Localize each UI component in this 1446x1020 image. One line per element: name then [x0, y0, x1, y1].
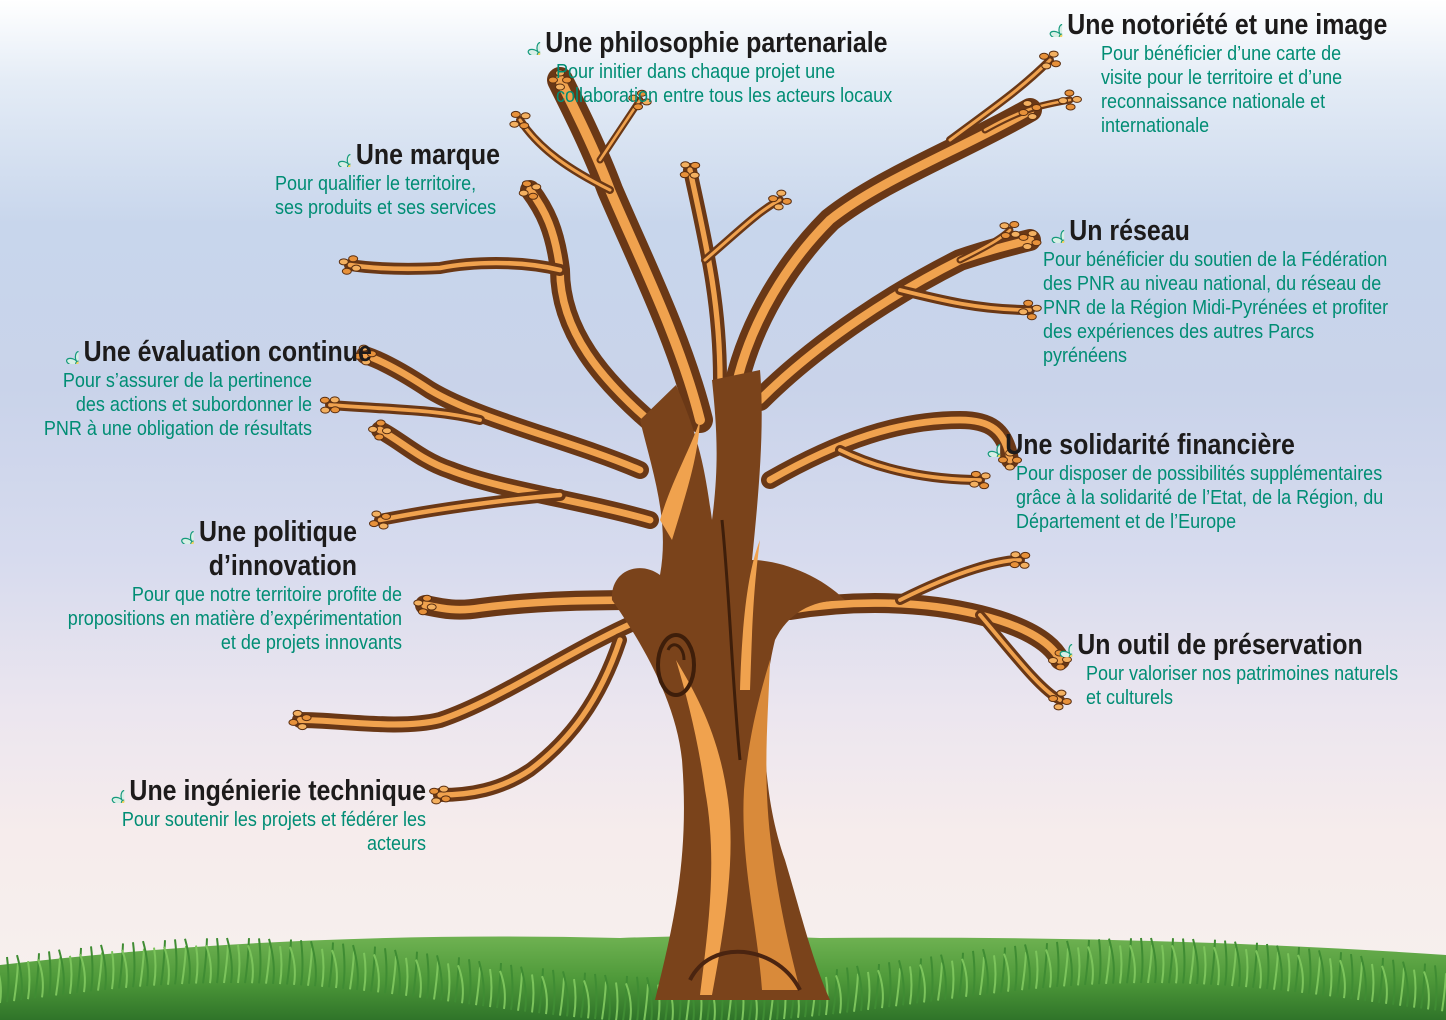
flower-icon — [1046, 631, 1072, 657]
flower-icon — [53, 338, 79, 364]
item-title: Une philosophie partenariale — [545, 27, 888, 59]
flower-icon — [514, 29, 540, 55]
item-title: Une ingénierie technique — [129, 775, 426, 807]
item-title: Une marque — [355, 139, 500, 171]
flower-icon — [974, 431, 1000, 457]
item-title: Un réseau — [1069, 215, 1190, 247]
item-title-line1: Une politique — [199, 516, 357, 548]
flower-icon — [325, 141, 351, 167]
item-title: Une évaluation continue — [83, 336, 372, 368]
flower-icon — [1036, 11, 1062, 37]
item-description: Pour soutenir les projets et fédérer les… — [121, 809, 426, 855]
item-title: Une notoriété et une image — [1067, 9, 1388, 41]
item-ingenierie-technique: Une ingénierie technique Pour soutenir l… — [20, 774, 426, 856]
leaf-clusters — [288, 50, 1082, 805]
item-description: Pour bénéficier du soutien de la Fédérat… — [1043, 249, 1389, 367]
flower-icon — [168, 518, 194, 544]
item-description: Pour s’assurer de la pertinence des acti… — [43, 370, 312, 440]
item-title-line2: d’innovation — [208, 550, 357, 582]
item-solidarite-financiere: Une solidarité financière Pour disposer … — [976, 428, 1436, 534]
item-description: Pour que notre territoire profite de pro… — [67, 584, 402, 654]
tree-branches — [292, 56, 1074, 802]
item-philosophie-partenariale: Une philosophie partenariale Pour initie… — [516, 26, 956, 108]
flower-icon — [1038, 217, 1064, 243]
tree-trunk — [611, 370, 845, 1000]
item-description: Pour disposer de possibilités supplément… — [1016, 463, 1384, 533]
item-evaluation-continue: Une évaluation continue Pour s’assurer d… — [4, 335, 372, 441]
item-description: Pour initier dans chaque projet une coll… — [556, 61, 893, 107]
item-outil-preservation: Un outil de préservation Pour valoriser … — [1048, 628, 1440, 710]
flower-icon — [98, 777, 124, 803]
item-notoriete-image: Une notoriété et une image Pour bénéfici… — [1038, 8, 1438, 138]
item-marque: Une marque Pour qualifier le territoire,… — [120, 138, 500, 220]
item-description: Pour qualifier le territoire, ses produi… — [275, 173, 497, 219]
item-description: Pour bénéficier d’une carte de visite po… — [1101, 43, 1343, 137]
item-description: Pour valoriser nos patrimoines naturels … — [1086, 663, 1399, 709]
item-title: Un outil de préservation — [1077, 629, 1363, 661]
item-politique-innovation: Une politique d’innovation Pour que notr… — [20, 515, 402, 655]
item-title: Une solidarité financière — [1005, 429, 1295, 461]
item-reseau: Un réseau Pour bénéficier du soutien de … — [1040, 214, 1440, 368]
